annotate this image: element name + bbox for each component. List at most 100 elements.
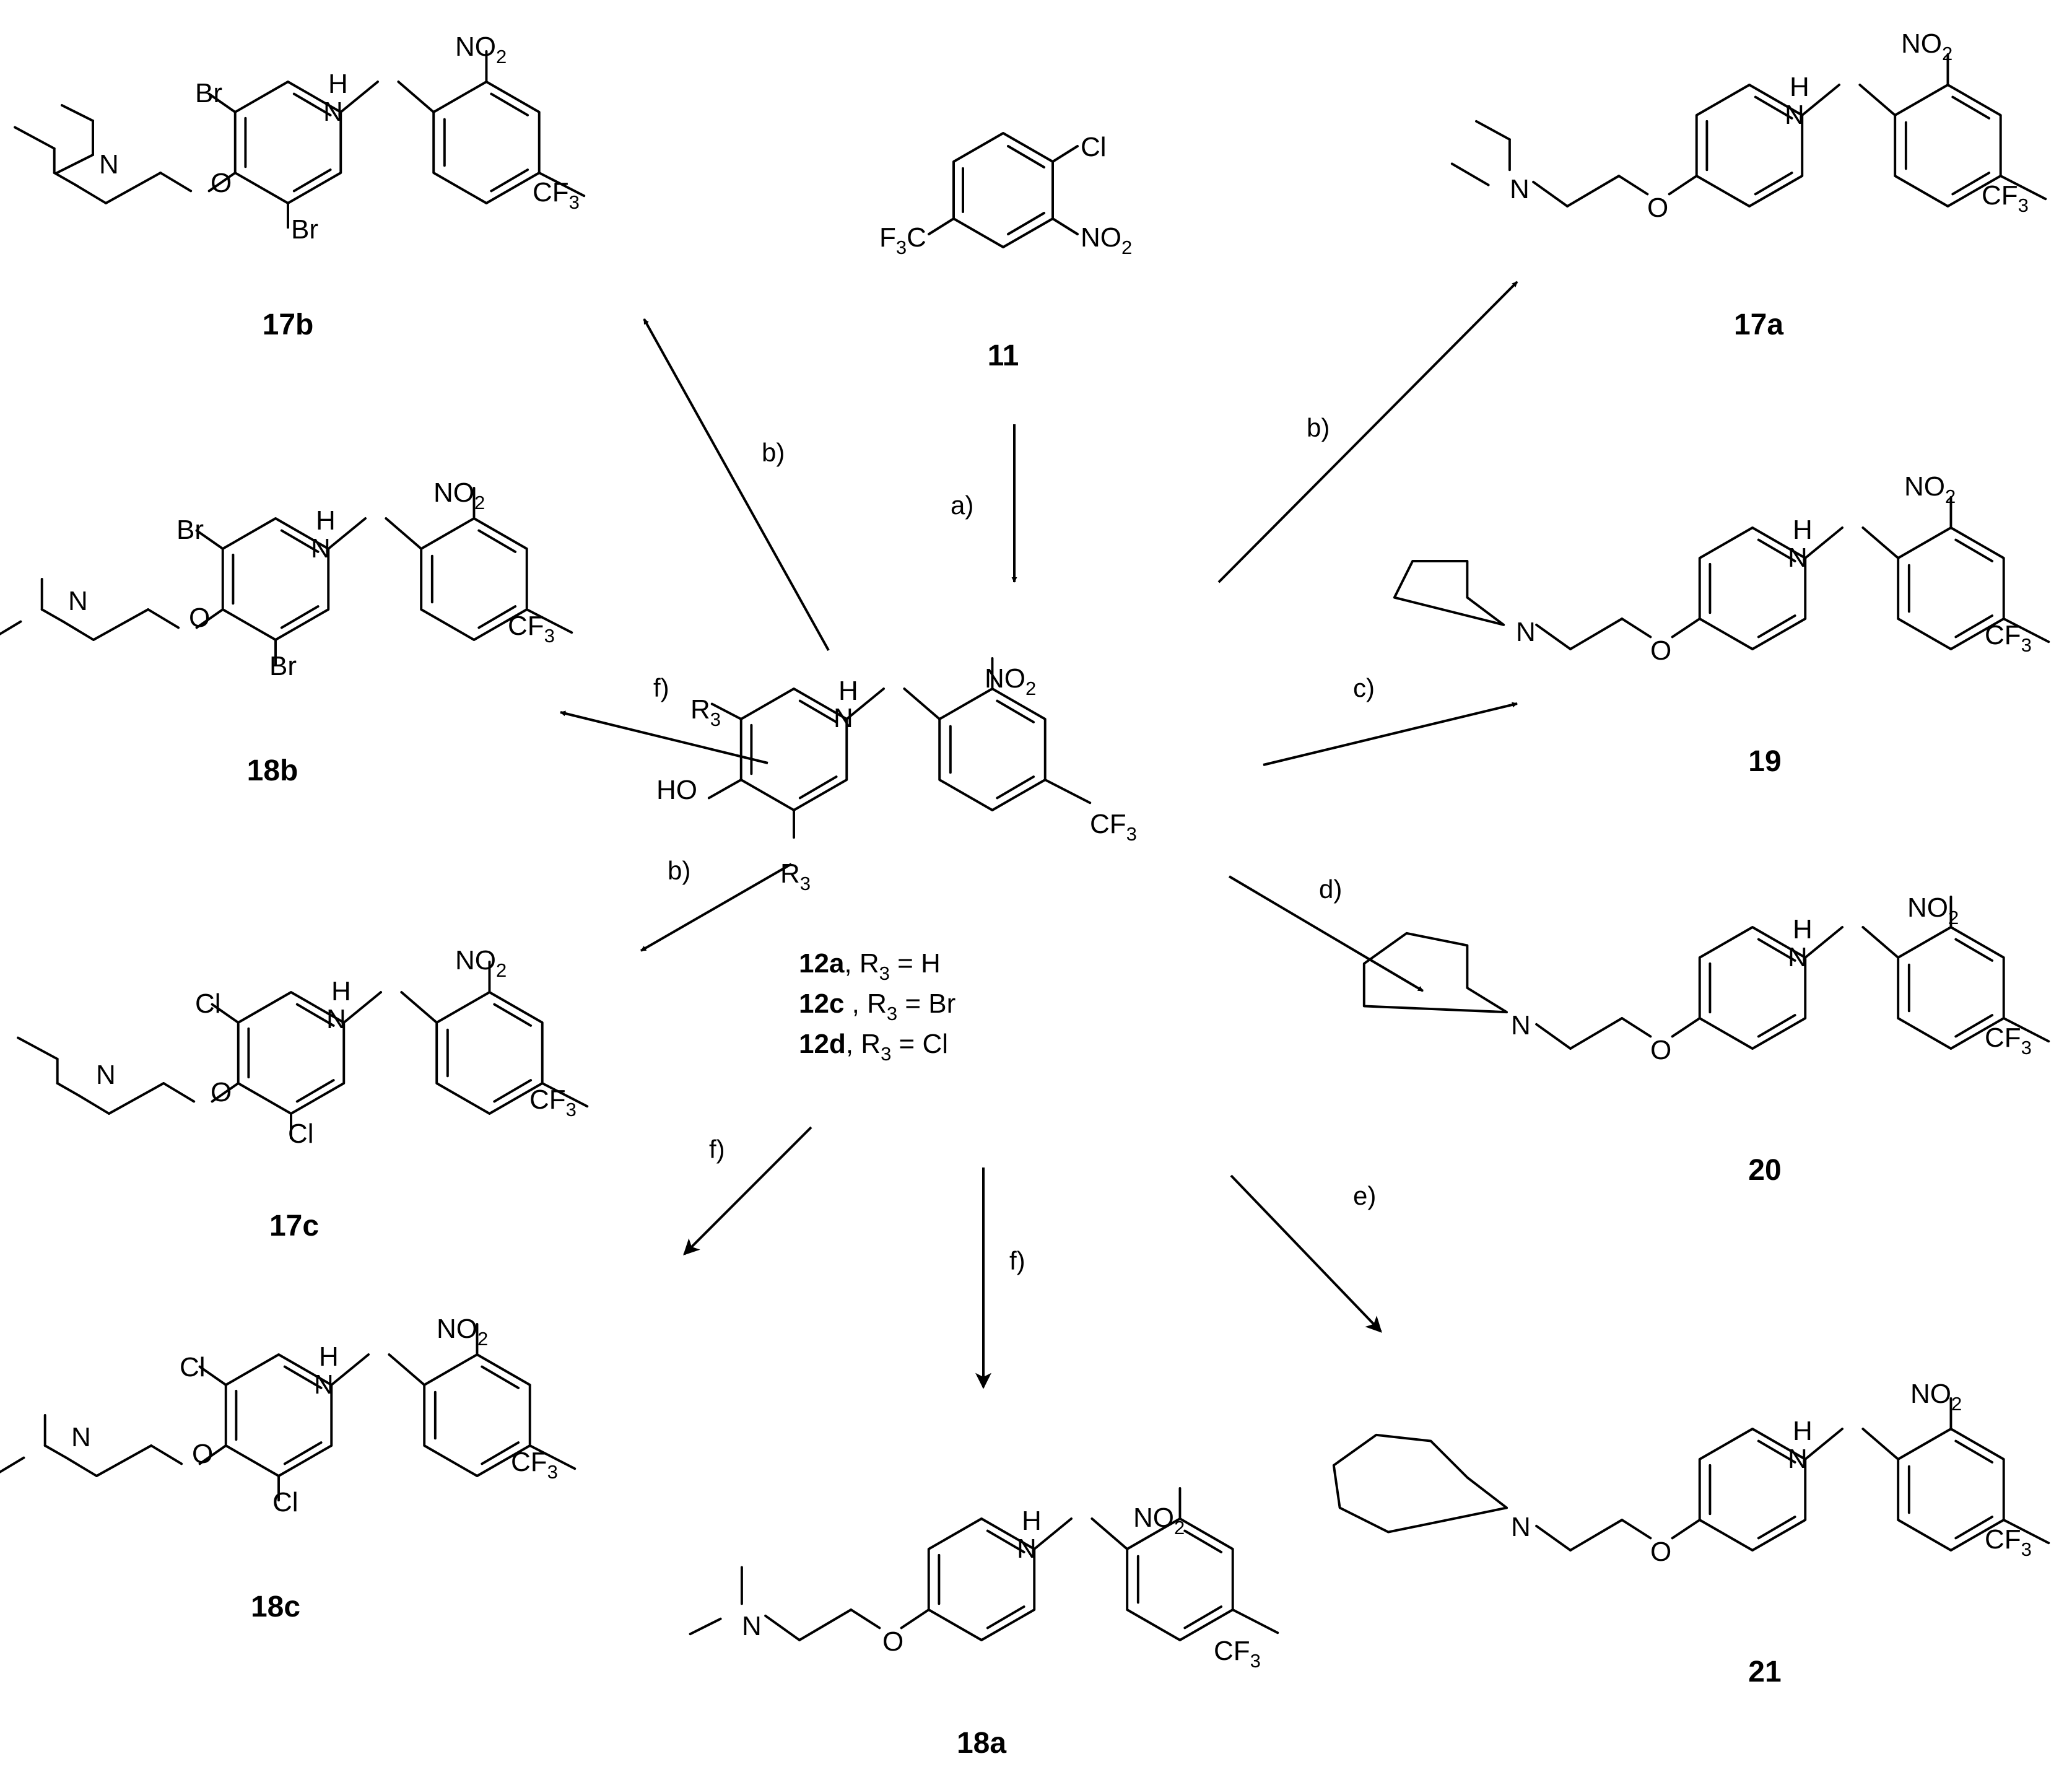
r3-lower-label: R3 (780, 858, 811, 894)
condition-d: d) (1319, 875, 1342, 904)
arrow-f-left (560, 710, 768, 764)
amine-h-label: H (1022, 1506, 1042, 1536)
condition-b-lower-left: b) (668, 856, 690, 885)
compound-20-structure (1362, 896, 2050, 1050)
compound-17c-labels: H N NO2 CF3 Cl Cl O N (96, 945, 577, 1149)
compound-17b-structure (14, 50, 586, 229)
compound-12-structure (707, 657, 1092, 839)
azepane-n-label: N (1511, 1512, 1531, 1542)
amine-tertiary-label: N (68, 586, 88, 616)
nitro-label: NO2 (1904, 471, 1956, 507)
compound-18b-structure (0, 487, 573, 666)
chloro-upper-label: Cl (195, 989, 221, 1019)
amine-h-label: H (316, 505, 336, 536)
trifluoromethyl-label: CF3 (508, 611, 555, 647)
compound-17c-structure (17, 961, 589, 1140)
compound-18c-labels: H N NO2 CF3 Cl Cl O N (71, 1314, 558, 1517)
amine-h-label: H (319, 1342, 339, 1372)
bromo-lower-label: Br (269, 651, 297, 681)
amine-h-label: H (838, 676, 858, 706)
compound-17a-label: 17a (1734, 308, 1783, 341)
compound-20-labels: H N NO2 CF3 O N (1511, 893, 2032, 1065)
ether-o-label: O (189, 603, 210, 633)
ether-o-label: O (1647, 193, 1668, 223)
compound-21-labels: H N NO2 CF3 O N (1511, 1379, 2032, 1567)
trifluoromethyl-label: CF3 (1985, 620, 2032, 656)
ether-o-label: O (1650, 635, 1671, 666)
nitro-label: NO2 (433, 478, 485, 513)
amine-n-label: N (834, 703, 853, 733)
trifluoromethyl-label: CF3 (1090, 809, 1137, 845)
compound-18a-labels: H N NO2 CF3 O N (742, 1503, 1261, 1672)
amine-n-label: N (1017, 1534, 1037, 1564)
trifluoromethyl-label: CF3 (533, 177, 580, 213)
nitro-label: NO2 (1910, 1379, 1962, 1415)
compound-18b-labels: H N NO2 CF3 Br Br O N (68, 478, 555, 681)
compound-17b-labels: H N NO2 CF3 Br Br O N (99, 32, 580, 245)
bromo-upper-label: Br (195, 78, 222, 108)
legend-12c: 12c , R3 = Br (799, 989, 955, 1024)
chloro-lower-label: Cl (272, 1487, 298, 1517)
compound-21-structure (1332, 1397, 2050, 1552)
amine-h-label: H (1793, 914, 1813, 945)
amine-h-label: H (328, 69, 348, 99)
bromo-upper-label: Br (176, 515, 204, 545)
nitro-label: NO2 (1901, 28, 1952, 64)
compound-11-structure: Cl NO2 F3C (879, 132, 1132, 258)
compound-19-label: 19 (1748, 745, 1781, 778)
ether-o-label: O (1650, 1035, 1671, 1065)
r3-upper-label: R3 (690, 694, 721, 730)
amine-n-label: N (1785, 100, 1804, 130)
nitro-label: NO2 (1133, 1503, 1185, 1538)
trifluoromethyl-label: F3C (879, 222, 926, 258)
condition-a: a) (951, 491, 973, 520)
compound-18c-label: 18c (251, 1591, 300, 1623)
ether-o-label: O (211, 168, 232, 198)
condition-b-upper-right: b) (1307, 413, 1330, 442)
legend-12a: 12a, R3 = H (799, 948, 941, 984)
nitro-label: NO2 (985, 663, 1036, 699)
compound-12-legend: 12a, R3 = H 12c , R3 = Br 12d, R3 = Cl (799, 948, 955, 1065)
nitro-label: NO2 (437, 1314, 488, 1350)
ether-o-label: O (211, 1077, 232, 1107)
amine-n-label: N (323, 97, 343, 127)
nitro-label: NO2 (1907, 893, 1959, 928)
amine-tertiary-label: N (71, 1422, 91, 1452)
amine-n-label: N (1788, 543, 1808, 573)
condition-f-left: f) (653, 673, 669, 702)
ether-o-label: O (192, 1439, 213, 1469)
condition-b-upper-left: b) (762, 438, 785, 467)
arrow-f-lower-left (683, 1126, 812, 1255)
trifluoromethyl-label: CF3 (511, 1447, 558, 1483)
amine-tertiary-label: N (1510, 174, 1530, 204)
compound-11-label: 11 (988, 339, 1019, 372)
amine-n-label: N (314, 1369, 334, 1400)
chloro-label: Cl (1081, 132, 1107, 162)
compound-12-labels: H N NO2 CF3 R3 HO R3 (656, 663, 1137, 894)
compound-17c-label: 17c (269, 1210, 319, 1242)
amine-n-label: N (1788, 942, 1808, 972)
chloro-lower-label: Cl (288, 1119, 314, 1149)
compound-18b-label: 18b (247, 754, 298, 787)
trifluoromethyl-label: CF3 (1982, 180, 2029, 216)
trifluoromethyl-label: CF3 (1985, 1023, 2032, 1058)
legend-12d: 12d, R3 = Cl (799, 1029, 948, 1065)
trifluoromethyl-label: CF3 (1985, 1524, 2032, 1560)
compound-17b-label: 17b (263, 308, 314, 341)
amine-tertiary-label: N (742, 1611, 762, 1641)
condition-e: e) (1353, 1181, 1376, 1210)
chloro-upper-label: Cl (180, 1352, 206, 1382)
ether-o-label: O (882, 1626, 903, 1657)
arrow-b-upper-right (1217, 281, 1518, 583)
nitro-label: NO2 (455, 945, 507, 981)
amine-tertiary-label: N (96, 1060, 116, 1090)
compound-18a-structure (689, 1487, 1279, 1641)
trifluoromethyl-label: CF3 (1214, 1636, 1261, 1672)
compound-17b-tail (54, 104, 94, 175)
arrow-c (1263, 702, 1518, 766)
piperidine-n-label: N (1511, 1010, 1531, 1041)
nitro-label: NO2 (455, 32, 507, 68)
compound-19-labels: H N NO2 CF3 O N (1516, 471, 2032, 666)
compound-18a-label: 18a (957, 1727, 1006, 1760)
